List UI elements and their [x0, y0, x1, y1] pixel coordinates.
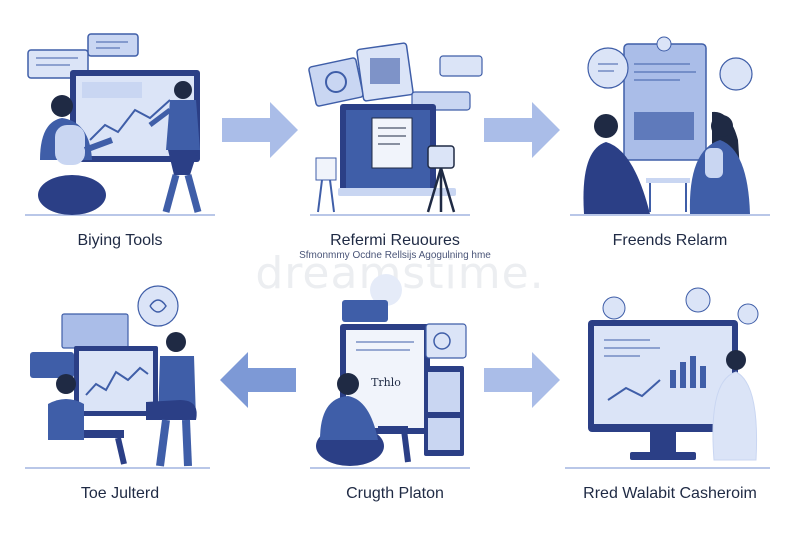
panel-1-illustration	[25, 33, 215, 216]
chat-bubble-icon	[137, 285, 179, 327]
panel-5-illustration	[310, 274, 470, 469]
panel-5-screen-text: Trhlo	[371, 376, 401, 389]
panel-4-illustration	[25, 285, 210, 469]
panel-6-label: Rred Walabit Casheroim	[583, 485, 757, 502]
panel-6-illustration	[565, 287, 770, 469]
arrow-right-icon	[484, 102, 560, 158]
panel-3-label: Freends Relarm	[612, 232, 728, 249]
panel-2-illustration	[308, 42, 483, 216]
panel-4-label: Toe Julterd	[80, 485, 160, 502]
arrow-right-icon	[222, 102, 298, 158]
panel-1-label: Biying Tools	[77, 232, 163, 249]
chat-bubble-icon	[719, 57, 753, 91]
chat-bubble-icon	[587, 47, 629, 89]
chart-icon	[89, 99, 171, 141]
panel-3-illustration	[570, 36, 770, 216]
panel-2-sublabel: Sfmonmmy Ocdne Rellsijs Agogulning hme	[299, 250, 491, 261]
chart-icon	[607, 379, 661, 401]
panel-5-label: Crugth Platon	[346, 485, 444, 502]
chart-icon	[85, 366, 149, 396]
panel-2-label: Refermi Reuoures	[330, 232, 460, 249]
chat-bubble-icon	[87, 33, 139, 57]
arrow-right-icon	[484, 352, 560, 408]
arrow-left-icon	[220, 352, 296, 408]
